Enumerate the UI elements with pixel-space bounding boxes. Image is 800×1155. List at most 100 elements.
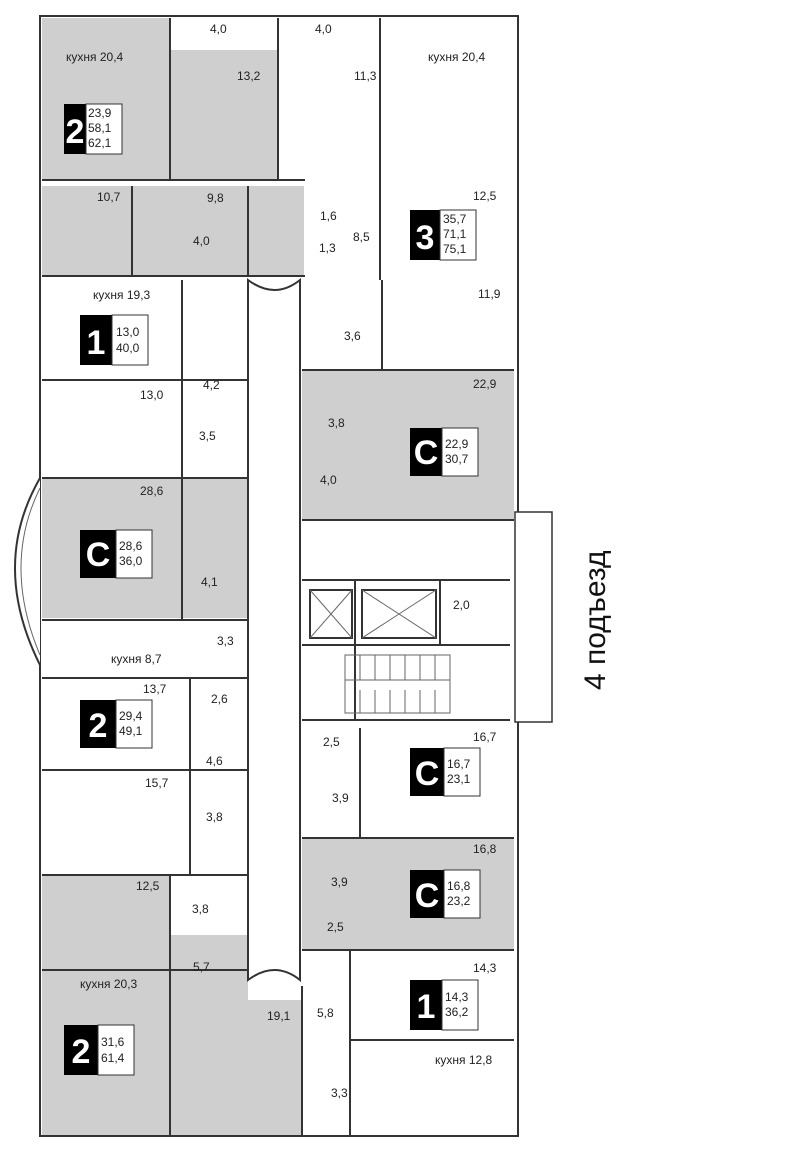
apt-type-a2: 3 [416, 219, 435, 257]
apt-living-a10: 14,3 [445, 990, 469, 1004]
apt-area-a6: 49,1 [119, 724, 143, 738]
apt-area-a3: 40,0 [116, 341, 140, 355]
apt-area-a8: 23,2 [447, 894, 471, 908]
room-label: 16,7 [473, 730, 497, 744]
room-label: 5,7 [193, 960, 210, 974]
room-label: 12,5 [136, 879, 160, 893]
room-label: 3,8 [328, 416, 345, 430]
apt-type-a7: С [415, 755, 440, 793]
room-label: 3,8 [192, 902, 209, 916]
apt-type-a8: С [415, 877, 440, 915]
apt-badge-a7 [410, 748, 444, 796]
apt-living-a9: 31,6 [101, 1035, 125, 1049]
room-label: 4,2 [203, 378, 220, 392]
apt-area-a10: 36,2 [445, 1005, 469, 1019]
room-label: 3,9 [331, 875, 348, 889]
apt-badge-a2 [410, 210, 440, 260]
elevator-1 [309, 589, 353, 639]
entrance-porch [514, 511, 553, 723]
room-label: кухня 12,8 [435, 1053, 493, 1067]
room-label: 8,5 [353, 230, 370, 244]
room-label: 4,6 [206, 754, 223, 768]
room-labels: кухня 20,4 4,0 4,0 кухня 20,4 13,2 11,3 … [66, 22, 501, 1100]
apt-total-a2: 75,1 [443, 242, 467, 256]
apt-type-a10: 1 [417, 988, 436, 1026]
bay-window-inner [20, 487, 41, 656]
apt-badge-a5 [80, 530, 116, 578]
room-label: 2,5 [327, 920, 344, 934]
apt-total-a1: 62,1 [88, 136, 112, 150]
apt-badge-a8 [410, 870, 444, 918]
apt-badge-a3 [80, 315, 112, 365]
room-19-1-fill [170, 1000, 302, 1135]
apt-2-bottom-fill-2 [170, 935, 248, 1000]
room-label: 2,5 [323, 735, 340, 749]
room-label: 15,7 [145, 776, 169, 790]
room-label: 2,6 [211, 692, 228, 706]
room-9-8-fill [132, 186, 304, 276]
apt-area-a7: 23,1 [447, 772, 471, 786]
apt-type-a6: 2 [89, 707, 108, 745]
apt-area-a2: 71,1 [443, 227, 467, 241]
apt-badge-a1 [64, 104, 86, 154]
room-label: 5,8 [317, 1006, 334, 1020]
apt-badge-a4 [410, 428, 442, 476]
room-label: 4,0 [210, 22, 227, 36]
room-label: 4,0 [193, 234, 210, 248]
corridor-left [247, 277, 301, 983]
room-label: 11,9 [478, 287, 501, 301]
room-label: 3,8 [206, 810, 223, 824]
apt-2-bottom-fill [42, 875, 170, 1135]
room-label: 19,1 [267, 1009, 291, 1023]
apt-type-a9: 2 [72, 1033, 91, 1071]
room-label: 4,0 [315, 22, 332, 36]
room-label: 11,3 [354, 69, 377, 83]
apt-living-a8: 16,8 [447, 879, 471, 893]
elevator-2 [361, 589, 437, 639]
apt-type-a3: 1 [87, 324, 106, 362]
apt-living-a1: 23,9 [88, 106, 112, 120]
room-label: 13,7 [143, 682, 167, 696]
room-label: кухня 19,3 [93, 288, 151, 302]
apt-living-a4: 22,9 [445, 437, 469, 451]
room-label: 14,3 [473, 961, 497, 975]
room-label: 22,9 [473, 377, 497, 391]
apt-type-a5: С [86, 536, 111, 574]
room-label: 3,6 [344, 329, 361, 343]
apt-type-a1: 2 [66, 113, 85, 151]
room-label: 13,0 [140, 388, 164, 402]
room-label: 28,6 [140, 484, 164, 498]
apt-living-a6: 29,4 [119, 709, 143, 723]
apt-living-a5: 28,6 [119, 539, 143, 553]
room-label: 9,8 [207, 191, 224, 205]
room-label: 10,7 [97, 190, 121, 204]
apt-area-a5: 36,0 [119, 554, 143, 568]
apt-living-a3: 13,0 [116, 325, 140, 339]
room-label: 4,1 [201, 575, 218, 589]
apt-badge-a9 [64, 1025, 98, 1075]
internal-walls [42, 18, 514, 1135]
room-label: кухня 20,4 [66, 50, 124, 64]
room-label: 12,5 [473, 189, 497, 203]
staircase [344, 654, 451, 714]
apt-badge-a6 [80, 700, 116, 748]
apartment-badges: 2 23,9 58,1 62,1 3 35,7 71,1 75,1 1 13,0… [64, 103, 481, 1076]
room-label: 13,2 [237, 69, 261, 83]
room-label: кухня 20,4 [428, 50, 486, 64]
room-label: 1,6 [320, 209, 337, 223]
room-13-2-fill [170, 50, 278, 180]
studio-22-9-fill [302, 370, 514, 520]
room-label: 4,0 [320, 473, 337, 487]
apt-area-a4: 30,7 [445, 452, 469, 466]
room-label: 3,3 [217, 634, 234, 648]
room-label: кухня 20,3 [80, 977, 138, 991]
room-label: 16,8 [473, 842, 497, 856]
apt-living-a2: 35,7 [443, 212, 467, 226]
room-10-7-fill [42, 186, 132, 276]
apt-badge-a10 [410, 980, 442, 1030]
apt-type-a4: С [414, 434, 439, 472]
room-label: 1,3 [319, 241, 336, 255]
room-label: 3,5 [199, 429, 216, 443]
room-label: 2,0 [453, 598, 470, 612]
apt-2-top-fill [42, 18, 170, 180]
